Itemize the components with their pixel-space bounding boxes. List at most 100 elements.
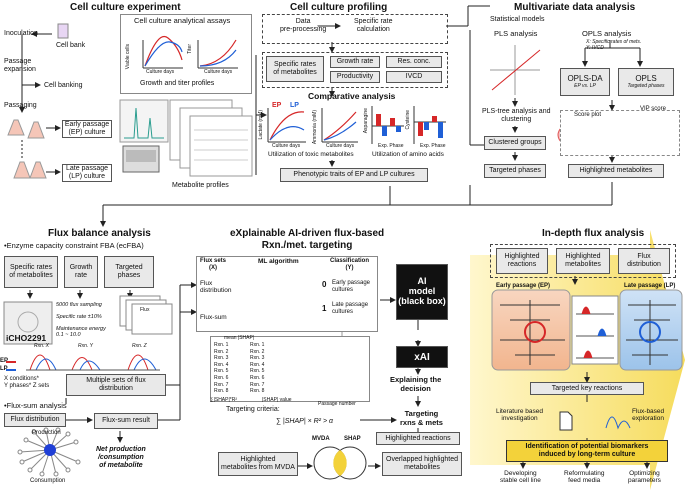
rxn-side-label-5: Rxn. 5 xyxy=(214,368,229,375)
rxn-label-4: Rxn. 4 xyxy=(250,361,265,368)
score-vip-panel xyxy=(560,110,680,156)
explaining-label: Explaining the decision xyxy=(390,375,442,393)
statistical-models-label: Statistical models xyxy=(490,16,545,23)
opls-note: X: Specific rates of mets. Y: IVCD xyxy=(586,39,642,51)
conditions-label: X conditions* Y phases* Z sets xyxy=(4,376,50,389)
class-zero: 0 xyxy=(322,280,327,289)
classification-header: Classification (Y) xyxy=(330,258,370,271)
cysteine-axis: Cysteine xyxy=(405,110,411,130)
vip-score-label: VIP score xyxy=(640,106,666,112)
ecfba-label: •Enzyme capacity constraint FBA (ecFBA) xyxy=(4,241,144,250)
shap-value-axis: |SHAP| value xyxy=(262,397,292,403)
culture-days-axis-1: Culture days xyxy=(146,69,175,75)
cell-banking-label: Cell banking xyxy=(44,82,83,89)
early-pathway-label: Early passage (EP) xyxy=(496,283,551,289)
fba-lp-legend: LP xyxy=(0,366,8,372)
flux-distributions xyxy=(26,354,160,371)
phenotypic-box: Phenotypic traits of EP and LP cultures xyxy=(280,168,428,182)
rxn-side-label-2: Rxn. 2 xyxy=(214,348,229,355)
rxn-label-3: Rxn. 3 xyxy=(250,355,265,362)
multiple-sets-box: Multiple sets of flux distribution xyxy=(66,374,166,396)
passage-number-axis: Passage number xyxy=(318,401,356,407)
score-plot-label: Score plot xyxy=(574,112,602,118)
rxn-y-label: Rxn. Y xyxy=(78,343,93,349)
oplsda-label: OPLS-DA xyxy=(567,73,603,83)
assays-panel xyxy=(120,14,252,94)
outcome-stable-cell-line: Developing stable cell line xyxy=(500,470,541,485)
flux-sum-result-box: Flux-sum result xyxy=(94,413,158,429)
fba-specific-rates-box: Specific rates of metabolites xyxy=(4,256,58,288)
res-conc-box: Res. conc. xyxy=(386,56,442,68)
rxn-label-2: Rxn. 2 xyxy=(250,348,265,355)
cell-bank-label: Cell bank xyxy=(56,42,86,49)
preprocessing-frame xyxy=(262,14,448,44)
exp-phase-axis-1: Exp. Phase xyxy=(378,143,404,149)
rxn-side-label-3: Rxn. 3 xyxy=(214,355,229,362)
rxn-label-6: Rxn. 6 xyxy=(250,375,265,381)
pls-scatter xyxy=(490,45,541,95)
rxn-label-8: Rxn. 8 xyxy=(250,388,265,395)
shap-panel xyxy=(210,336,370,402)
flask-icon xyxy=(7,119,47,179)
sampling-note: 5000 flux sampling xyxy=(56,302,102,308)
targeted-phases-box: Targeted phases xyxy=(484,164,546,178)
passaging-label: Passaging xyxy=(4,102,37,109)
indepth-flux-box: Flux distribution xyxy=(618,248,670,274)
fba-ep-legend: EP xyxy=(0,358,9,364)
rxn-label-1: Rxn. 1 xyxy=(250,342,265,348)
rxn-label-5: Rxn. 5 xyxy=(250,368,265,375)
mean-shap-label: mean |SHAP| xyxy=(224,335,255,341)
exp-phase-axis-2: Exp. Phase xyxy=(420,143,446,149)
rxn-side-label-7: Rxn. 7 xyxy=(214,381,229,388)
lp-legend: LP xyxy=(290,102,299,109)
venn-shap-label: SHAP xyxy=(344,436,361,442)
indepth-reactions-box: Highlighted reactions xyxy=(496,248,548,274)
ml-panel xyxy=(196,256,378,332)
culture-days-axis-4: Culture days xyxy=(326,143,355,149)
comparative-charts xyxy=(267,106,446,144)
literature-label: Literature based investigation xyxy=(496,408,543,423)
specific-rate-note: Specific rate ±10% xyxy=(56,314,102,320)
section-title-cell-culture-experiment: Cell culture experiment xyxy=(70,2,181,13)
xai-flux-sum: Flux-sum xyxy=(200,314,227,321)
rxn-side-label-1: Rxn. 1 xyxy=(214,342,229,348)
specific-rates-box: Specific rates of metabolites xyxy=(266,56,324,82)
lactate-axis: Lactate (mM) xyxy=(258,110,264,140)
section-title-multivariate: Multivariate data analysis xyxy=(514,2,636,13)
titer-axis: Titer xyxy=(187,44,193,54)
xai-flux-distribution: Flux distribution xyxy=(200,280,232,295)
indepth-metabolites-box: Highlighted metabolites xyxy=(556,248,610,274)
fba-growth-rate-box: Growth rate xyxy=(64,256,98,288)
amino-caption: Utilization of amino acids xyxy=(372,151,444,158)
flux-distribution-box: Flux distribution xyxy=(4,413,66,427)
outcome-feed-media: Reformulating feed media xyxy=(564,470,605,485)
metabolite-profiles-caption: Metabolite profiles xyxy=(172,182,229,189)
inoculation-label: Inoculation xyxy=(4,30,38,37)
rxn-z-label: Rxn. Z xyxy=(132,343,147,349)
highlighted-mvda-box: Highlighted metabolites from MVDA xyxy=(218,452,298,476)
oplsda-box: OPLS-DA EP vs. LP xyxy=(560,68,610,96)
formula-label: ∑ |SHAP| × R² > α xyxy=(276,418,333,425)
section-title-indepth: In-depth flux analysis xyxy=(542,228,645,239)
ml-algorithm-header: ML algorithm xyxy=(258,258,299,265)
fba-targeted-phases-box: Targeted phases xyxy=(104,256,154,288)
growth-titer-caption: Growth and titer profiles xyxy=(140,80,215,87)
early-class-label: Early passage cultures xyxy=(332,280,371,293)
biomarkers-box: Identification of potential biomarkers i… xyxy=(506,440,668,462)
outcome-parameters: Optimizing parameters xyxy=(628,470,661,485)
rxn-side-label-8: Rxn. 8 xyxy=(214,388,229,395)
opls-box: OPLS Targeted phases xyxy=(618,68,674,96)
late-passage-box: Late passage (LP) culture xyxy=(62,164,112,182)
section-title-cell-culture-profiling: Cell culture profiling xyxy=(290,2,388,13)
indepth-inputs-frame xyxy=(490,244,676,278)
growth-rate-box: Growth rate xyxy=(330,56,380,68)
highlighted-reactions-box: Highlighted reactions xyxy=(376,432,460,445)
opls-label: OPLS analysis xyxy=(582,29,632,38)
culture-days-axis-2: Culture days xyxy=(204,69,233,75)
toxic-caption: Utilization of toxic metabolites xyxy=(268,151,354,158)
targeted-key-reactions-box: Targeted key reactions xyxy=(530,382,644,395)
comparative-title: Comparative analysis xyxy=(308,91,396,101)
overlapped-box: Overlapped highlighted metabolites xyxy=(382,452,462,476)
fluxbased-label: Flux-based exploration xyxy=(632,408,665,423)
